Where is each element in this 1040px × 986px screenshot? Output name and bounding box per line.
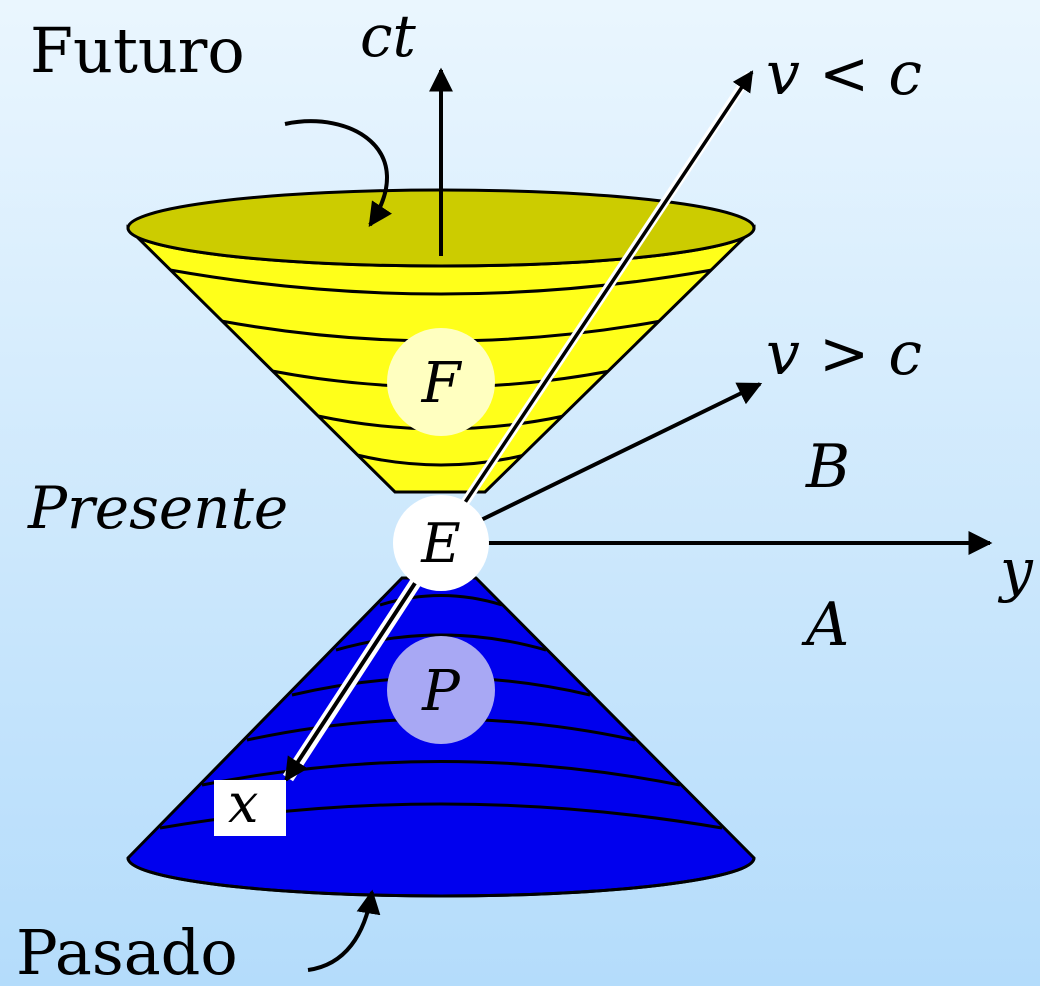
future-label: Futuro bbox=[30, 14, 245, 87]
past-ring bbox=[335, 633, 547, 652]
subluminal-worldline bbox=[438, 70, 754, 541]
future-disc bbox=[387, 328, 495, 436]
x-label-box bbox=[214, 780, 286, 836]
ct-label: ct bbox=[360, 2, 416, 70]
y-axis-label: y bbox=[997, 536, 1034, 604]
past-disc bbox=[387, 636, 495, 744]
future-pointer-arrow bbox=[284, 119, 392, 227]
future-cone-label: F bbox=[421, 351, 463, 416]
subluminal-label: v < c bbox=[766, 39, 922, 109]
x-axis-label: x bbox=[228, 772, 258, 835]
past-label: Pasado bbox=[16, 916, 238, 986]
future-ring bbox=[169, 268, 713, 296]
region-a-label: A bbox=[801, 590, 849, 660]
superluminal-worldline bbox=[439, 382, 763, 542]
region-b-label: B bbox=[805, 432, 850, 502]
future-ring bbox=[356, 453, 526, 467]
x-axis bbox=[284, 543, 442, 783]
event-disc bbox=[393, 495, 489, 591]
past-cone-label: P bbox=[421, 659, 461, 724]
past-pointer-arrow bbox=[307, 889, 381, 972]
present-label: Presente bbox=[27, 474, 288, 542]
event-label: E bbox=[420, 512, 460, 575]
superluminal-label: v > c bbox=[766, 319, 922, 389]
past-ring bbox=[201, 760, 681, 787]
past-ring bbox=[379, 594, 503, 607]
